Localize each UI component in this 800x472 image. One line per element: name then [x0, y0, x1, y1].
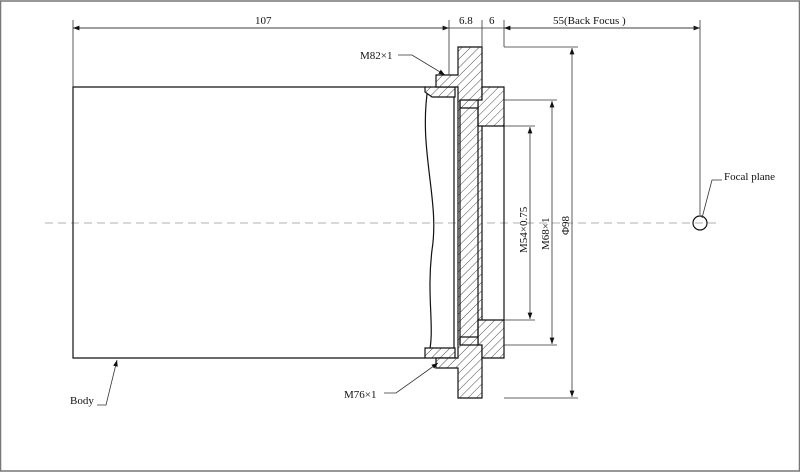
focal-plane-leader [701, 179, 722, 219]
label-thread-m76: M76×1 [344, 389, 376, 401]
body-break-line [424, 86, 435, 359]
body-leader [97, 359, 118, 406]
m68-ring-top [477, 86, 505, 127]
dim-outer-diameter: Φ98 [560, 215, 572, 235]
dim-thread-m54: M54×0.75 [518, 206, 530, 253]
label-focal-plane: Focal plane [724, 171, 775, 183]
inner-tube-top [459, 99, 479, 109]
m76-leader [384, 362, 439, 394]
body-outline [72, 86, 425, 359]
m68-ring-bottom [477, 319, 505, 359]
dim-ring-thickness: 6 [489, 15, 495, 27]
label-thread-m82: M82×1 [360, 50, 392, 62]
label-body: Body [70, 395, 94, 407]
dim-flange-thickness: 6.8 [459, 15, 473, 27]
dim-body-length: 107 [255, 15, 272, 27]
dim-back-focus: 55(Back Focus ) [553, 15, 626, 27]
focal-plane-marker [692, 215, 708, 231]
adapter-flange [435, 46, 483, 399]
top-dimension-chain [72, 20, 701, 215]
m76-thread-ring-bottom [424, 347, 456, 359]
inner-tube-bottom [459, 336, 479, 346]
m82-leader [398, 54, 446, 76]
m82-thread-ring-top [424, 86, 456, 98]
diameter-dimensions [504, 46, 578, 399]
dim-thread-m68: M68×1 [540, 218, 552, 250]
